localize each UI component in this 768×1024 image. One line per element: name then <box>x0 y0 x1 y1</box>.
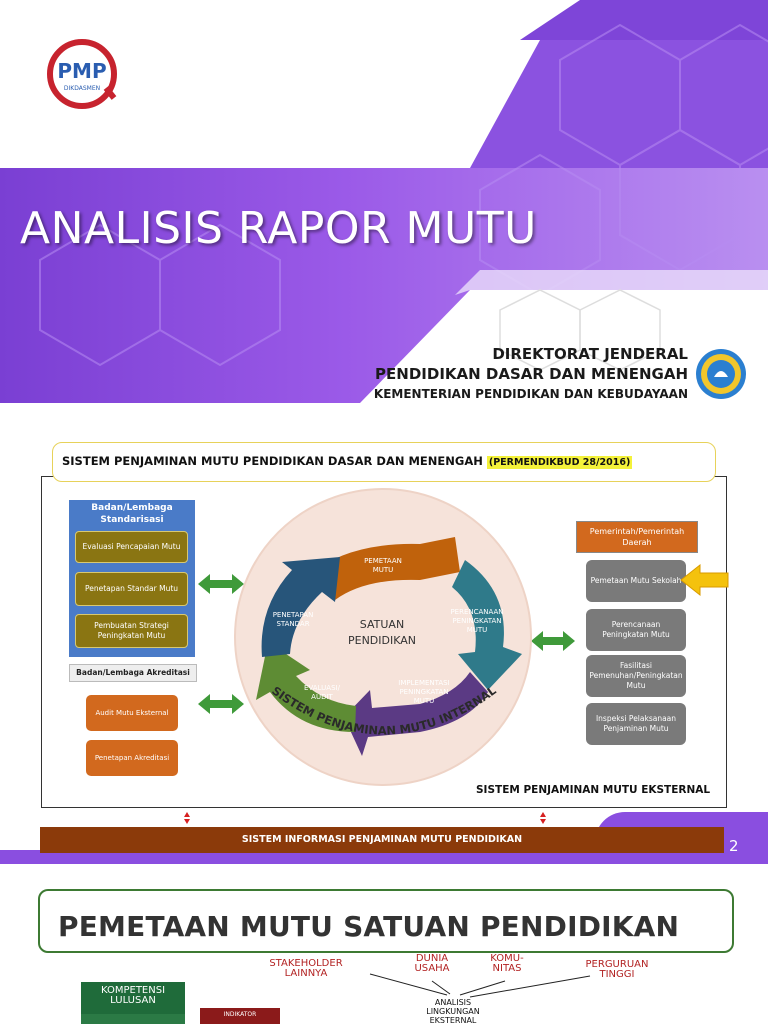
svg-text:PMP: PMP <box>57 59 106 83</box>
cycle-arrow-pemetaan <box>310 537 460 600</box>
government-label: Pemerintah/Pemerintah Daerah <box>576 521 698 553</box>
double-arrow-icon <box>198 574 575 714</box>
yellow-pointer-arrow-icon <box>680 563 729 597</box>
header-title: SISTEM PENJAMINAN MUTU PENDIDIKAN DASAR … <box>62 454 633 469</box>
government-item: Perencanaan Peningkatan Mutu <box>586 609 686 651</box>
cycle-center <box>334 588 430 684</box>
cycle-arrow-perencanaan <box>452 560 522 690</box>
page-footer-bar <box>0 850 768 864</box>
step-label: PENINGKATAN <box>452 617 501 625</box>
stakeholder-arrows <box>369 973 591 998</box>
center-label-2: PENDIDIKAN <box>348 634 416 647</box>
standard-item: Penetapan Standar Mutu <box>75 572 188 606</box>
standards-body-title: Badan/Lembaga Standarisasi <box>91 503 173 525</box>
stakeholder-label: KOMU-NITAS <box>490 953 524 974</box>
accreditation-item: Penetapan Akreditasi <box>86 740 178 776</box>
stakeholder-label: STAKEHOLDER LAINNYA <box>269 958 343 979</box>
page-number: 2 <box>729 837 739 855</box>
info-system-bar <box>40 827 724 853</box>
directorate-line1: DIREKTORAT JENDERAL <box>492 345 688 363</box>
diagram-slide: SISTEM PENJAMINAN MUTU PENDIDIKAN DASAR … <box>0 432 768 864</box>
step-label: MUTU <box>467 626 488 634</box>
mapping-slide: PEMETAAN MUTU SATUAN PENDIDIKAN STAKEHOL… <box>0 864 768 1024</box>
step-label: MUTU <box>373 566 394 574</box>
competency-box: KOMPETENSI LULUSAN <box>81 982 185 1014</box>
standard-item: Pembuatan Strategi Peningkatan Mutu <box>75 614 188 648</box>
stakeholder-label: DUNIA USAHA <box>414 953 450 974</box>
ministry-name: KEMENTERIAN PENDIDIKAN DAN KEBUDAYAAN <box>373 387 688 401</box>
info-system-label: SISTEM INFORMASI PENJAMINAN MUTU PENDIDI… <box>241 834 523 845</box>
slide-title: ANALISIS RAPOR MUTU <box>20 203 537 254</box>
hexagon-background <box>0 0 768 432</box>
government-item: Fasilitasi Pemenuhan/Peningkatan Mutu <box>586 655 686 697</box>
cycle-arrow-penetapan <box>261 557 340 657</box>
tut-wuri-handayani-emblem-icon <box>696 349 746 399</box>
standard-item: Evaluasi Pencapaian Mutu <box>75 531 188 563</box>
regulation-reference: (PERMENDIKBUD 28/2016) <box>486 456 633 469</box>
competency-box-lower <box>81 1014 185 1024</box>
slide3-title: PEMETAAN MUTU SATUAN PENDIDIKAN <box>58 910 680 943</box>
title-box <box>38 889 734 953</box>
directorate-line2: PENDIDIKAN DASAR DAN MENENGAH <box>375 365 688 383</box>
government-item: Pemetaan Mutu Sekolah <box>586 560 686 602</box>
step-label: AUDIT <box>311 693 333 701</box>
indicator-box: INDIKATOR <box>200 1008 280 1024</box>
step-label: PENETAPAN <box>273 611 314 619</box>
accreditation-item: Audit Mutu Eksternal <box>86 695 178 731</box>
svg-text:DIKDASMEN: DIKDASMEN <box>64 85 100 92</box>
step-label: PENINGKATAN <box>399 688 448 696</box>
accreditation-body-label: Badan/Lembaga Akreditasi <box>69 664 197 682</box>
external-system-label: SISTEM PENJAMINAN MUTU EKSTERNAL <box>476 784 711 796</box>
stakeholder-label: PERGURUAN TINGGI <box>585 959 649 980</box>
step-label: STANDAR <box>276 620 309 628</box>
step-label: EVALUASI/ <box>304 684 341 692</box>
red-link-arrow-icon <box>184 812 546 824</box>
step-label: IMPLEMENTASI <box>398 679 449 687</box>
quality-cycle-diagram: SATUAN PENDIDIKAN PEMETAAN MUTU PERENCAN… <box>184 488 729 824</box>
step-label: MUTU <box>414 697 435 705</box>
pmp-logo: PMP DIKDASMEN <box>47 39 117 109</box>
title-slide: PMP DIKDASMEN ANALISIS RAPOR MUTU DIREKT… <box>0 0 768 432</box>
cycle-arrow-evaluasi <box>256 642 356 732</box>
analysis-label: ANALISIS LINGKUNGAN EKSTERNAL <box>426 998 480 1024</box>
center-label-1: SATUAN <box>360 618 404 631</box>
government-item: Inspeksi Pelaksanaan Penjaminan Mutu <box>586 703 686 745</box>
cycle-arrow-implementasi <box>344 672 488 756</box>
step-label: PERENCANAAN <box>450 608 503 616</box>
step-label: PEMETAAN <box>364 557 402 565</box>
